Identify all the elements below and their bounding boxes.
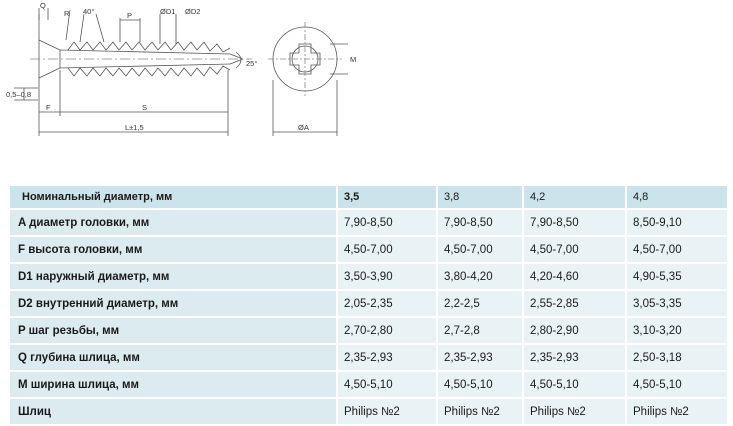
value-cell: 3,50-3,90 xyxy=(337,263,438,291)
value-cell: Philips №2 xyxy=(437,398,524,426)
row-label: Q глубина шлица, мм xyxy=(10,344,338,372)
value-cell: 3,80-4,20 xyxy=(437,263,524,291)
value-cell: 7,90-8,50 xyxy=(337,209,438,237)
value-cell: 4,50-5,10 xyxy=(337,371,438,399)
label-d2: ØD2 xyxy=(185,7,200,16)
value-cell: 2,7-2,8 xyxy=(437,317,524,345)
value-cell: 4,50-7,00 xyxy=(626,236,729,264)
row-label: P шаг резьбы, мм xyxy=(10,317,338,345)
value-cell: 7,90-8,50 xyxy=(437,209,524,237)
screw-spec-table: Номинальный диаметр, мм 3,5 3,8 4,2 4,8 … xyxy=(10,186,729,426)
value-cell: 4,90-5,35 xyxy=(626,263,729,291)
value-cell: 2,70-2,80 xyxy=(337,317,438,345)
header-cell: Номинальный диаметр, мм xyxy=(10,186,338,210)
value-cell: 7,90-8,50 xyxy=(523,209,627,237)
value-cell: 4,50-5,10 xyxy=(437,371,524,399)
value-cell: Philips №2 xyxy=(523,398,627,426)
label-gap: 0,5–0,8 xyxy=(6,90,31,99)
label-q: Q xyxy=(40,1,46,10)
label-angle-40: 40° xyxy=(83,7,94,16)
value-cell: 2,35-2,93 xyxy=(523,344,627,372)
header-cell: 4,8 xyxy=(626,186,729,210)
label-r: R xyxy=(64,9,70,18)
value-cell: Philips №2 xyxy=(626,398,729,426)
value-cell: 2,35-2,93 xyxy=(437,344,524,372)
value-cell: 2,50-3,18 xyxy=(626,344,729,372)
row-label: A диаметр головки, мм xyxy=(10,209,338,237)
value-cell: 3,10-3,20 xyxy=(626,317,729,345)
header-cell: 3,8 xyxy=(437,186,524,210)
label-angle-25: 25° xyxy=(246,59,257,68)
value-cell: 4,50-5,10 xyxy=(523,371,627,399)
value-cell: 4,50-5,10 xyxy=(626,371,729,399)
row-label: F высота головки, мм xyxy=(10,236,338,264)
row-label: M ширина шлица, мм xyxy=(10,371,338,399)
row-label: D2 внутренний диаметр, мм xyxy=(10,290,338,318)
value-cell: 4,20-4,60 xyxy=(523,263,627,291)
label-l: L±1,5 xyxy=(125,123,144,132)
header-cell: 4,2 xyxy=(523,186,627,210)
label-f: F xyxy=(46,103,51,112)
label-a: ØA xyxy=(298,123,309,132)
label-p: P xyxy=(127,11,132,20)
header-cell: 3,5 xyxy=(337,186,438,210)
label-d1: ØD1 xyxy=(160,7,175,16)
row-label: D1 наружный диаметр, мм xyxy=(10,263,338,291)
row-label: Шлиц xyxy=(10,398,338,426)
label-m: M xyxy=(350,55,356,64)
value-cell: 4,50-7,00 xyxy=(523,236,627,264)
value-cell: 3,05-3,35 xyxy=(626,290,729,318)
value-cell: 2,80-2,90 xyxy=(523,317,627,345)
value-cell: 4,50-7,00 xyxy=(337,236,438,264)
screw-technical-drawing: Q R 40° P ØD1 ØD2 25° 0,5–0,8 F S L±1,5 … xyxy=(6,1,356,136)
table-header-row: Номинальный диаметр, мм 3,5 3,8 4,2 4,8 xyxy=(10,186,729,210)
value-cell: 8,50-9,10 xyxy=(626,209,729,237)
label-s: S xyxy=(142,103,147,112)
value-cell: Philips №2 xyxy=(337,398,438,426)
value-cell: 4,50-7,00 xyxy=(437,236,524,264)
value-cell: 2,35-2,93 xyxy=(337,344,438,372)
value-cell: 2,05-2,35 xyxy=(337,290,438,318)
value-cell: 2,55-2,85 xyxy=(523,290,627,318)
value-cell: 2,2-2,5 xyxy=(437,290,524,318)
